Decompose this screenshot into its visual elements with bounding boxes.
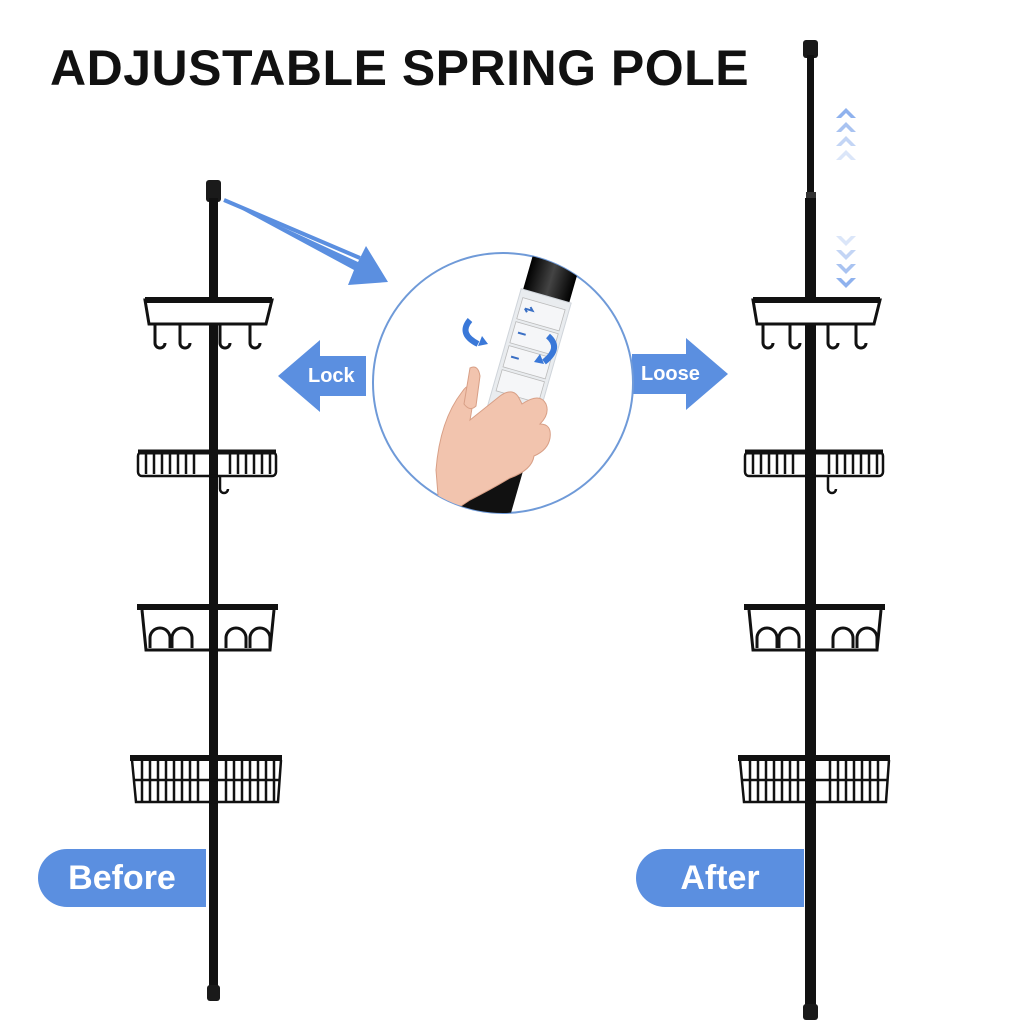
loose-label: Loose — [641, 363, 700, 385]
shelf-hooks-before — [143, 297, 274, 350]
loose-arrow-icon — [632, 338, 728, 410]
lock-label: Lock — [308, 365, 355, 387]
pole-before — [130, 180, 283, 1001]
hand-illustration — [435, 366, 551, 513]
basket-4-before — [130, 755, 283, 804]
after-badge: After — [636, 849, 804, 907]
page-title: ADJUSTABLE SPRING POLE — [50, 40, 750, 96]
lock-arrow-icon — [278, 340, 366, 412]
callout-pointer-arrow — [223, 198, 388, 285]
basket-2-after — [743, 449, 885, 495]
shelf-3-after — [744, 604, 885, 652]
shelf-hooks-after — [751, 297, 882, 350]
zoom-detail-circle — [372, 252, 634, 514]
shelf-3-before — [137, 604, 278, 652]
extend-down-chevrons-icon — [836, 236, 856, 288]
basket-2-before — [136, 449, 278, 495]
basket-4-after — [738, 755, 891, 804]
extend-up-chevrons-icon — [836, 108, 856, 160]
before-badge: Before — [38, 849, 206, 907]
pole-after — [738, 40, 891, 1020]
